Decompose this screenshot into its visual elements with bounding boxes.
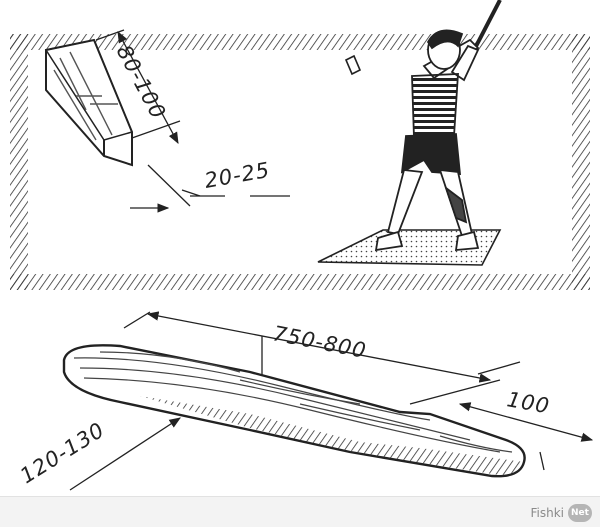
- handle-length-label: 100: [505, 387, 552, 418]
- block-dimension-lines: [95, 29, 290, 213]
- fishki-watermark: Fishki Net: [530, 504, 592, 522]
- player-figure: [374, 0, 502, 252]
- bat-dimension-lines: [69, 311, 594, 491]
- watermark-badge: Net: [568, 504, 592, 522]
- bat-width-label: 120-130: [16, 418, 109, 489]
- bat-length-label: 750-800: [271, 321, 369, 363]
- footer-bar: [0, 496, 600, 527]
- wooden-bat: [62, 344, 526, 478]
- sand-platform: [317, 229, 502, 266]
- wooden-block: [44, 38, 134, 167]
- watermark-site: Fishki: [530, 506, 564, 520]
- flying-chip: [344, 54, 362, 76]
